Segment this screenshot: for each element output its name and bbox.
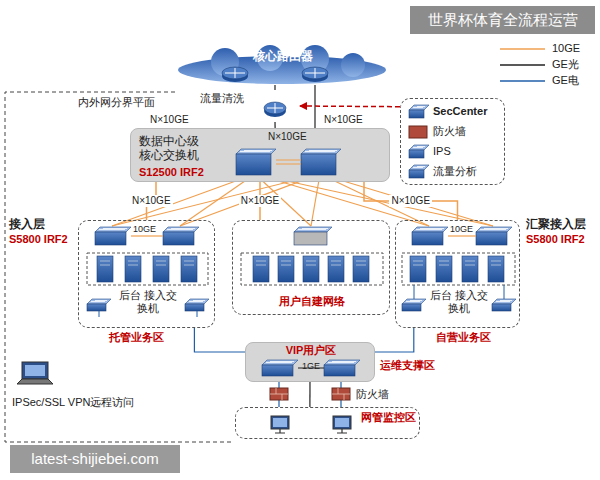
device-label: 防火墙 bbox=[356, 388, 389, 401]
node-text: SecCenter bbox=[433, 105, 487, 118]
link-label: 10GE bbox=[450, 224, 473, 235]
node-text: S5800 IRF2 bbox=[9, 233, 68, 246]
link-label: 1GE bbox=[302, 361, 320, 372]
monitoring-zone: 网管监控区 bbox=[235, 407, 420, 439]
connector-line bbox=[300, 105, 400, 107]
boundary-outline bbox=[5, 92, 232, 442]
link-label: N×10GE bbox=[268, 131, 307, 143]
node-text: 汇聚接入层 bbox=[526, 217, 586, 231]
laptop-icon bbox=[17, 362, 53, 384]
connector-line bbox=[375, 328, 414, 352]
self-operated-zone: 汇聚接入层S5800 IRF2后台 接入交换机自营业务区 bbox=[395, 220, 520, 328]
node-text: 接入层 bbox=[9, 217, 45, 231]
link-label: N×10GE bbox=[239, 195, 282, 207]
legend-samples bbox=[500, 49, 545, 81]
node-text: S12500 IRF2 bbox=[139, 166, 204, 179]
zone-label: 内外网分界平面 bbox=[78, 96, 155, 109]
link-label: N×10GE bbox=[324, 114, 363, 126]
legend-text: GE光 bbox=[552, 58, 579, 71]
link-label: 10GE bbox=[133, 224, 156, 235]
node-text: 流量分析 bbox=[433, 165, 477, 178]
connector-line bbox=[364, 182, 458, 220]
node-text: VIP用户区 bbox=[246, 344, 376, 357]
legend-sample bbox=[500, 48, 545, 50]
user-network-zone: 用户自建网络 bbox=[232, 220, 390, 315]
node-text: IPS bbox=[433, 145, 451, 158]
node-text: 用户自建网络 bbox=[233, 295, 391, 308]
node-text: 数据中心级 核心交换机 bbox=[139, 134, 213, 163]
access-label: IPSec/SSL VPN远程访问 bbox=[12, 396, 134, 409]
connector-line bbox=[194, 328, 245, 352]
security-box: SecCenter 防火墙 IPS 流量分析 bbox=[400, 98, 505, 185]
watermark: latest-shijiebei.com bbox=[10, 445, 180, 473]
node-text: 后台 接入交换机 bbox=[117, 289, 179, 315]
link-label: N×10GE bbox=[150, 114, 189, 126]
link-label: N×10GE bbox=[130, 195, 173, 207]
core-switch-box: 数据中心级 核心交换机 S12500 IRF2 bbox=[130, 128, 390, 182]
banner-title: 世界杯体育全流程运营 bbox=[410, 6, 595, 34]
node-text: 后台 接入交换机 bbox=[428, 289, 490, 315]
hosting-zone: 接入层S5800 IRF2后台 接入交换机托管业务区 bbox=[78, 220, 215, 328]
legend-sample bbox=[500, 80, 545, 82]
link-label: N×10GE bbox=[389, 195, 432, 207]
node-text: 核心路由器 bbox=[175, 49, 390, 63]
node-text: S5800 IRF2 bbox=[526, 233, 585, 246]
legend-sample bbox=[500, 64, 545, 66]
legend-text: 10GE bbox=[552, 42, 580, 55]
node-text: 托管业务区 bbox=[109, 331, 164, 344]
connector-line bbox=[309, 382, 310, 407]
scrubbing-node: 流量清洗 bbox=[200, 90, 300, 122]
cloud-node: 核心路由器 bbox=[175, 45, 390, 85]
node-text: 防火墙 bbox=[433, 125, 466, 138]
node-text: 流量清洗 bbox=[200, 92, 244, 105]
node-text: 自营业务区 bbox=[436, 331, 491, 344]
node-text: 网管监控区 bbox=[361, 411, 416, 424]
node-text: 运维支撑区 bbox=[380, 359, 435, 372]
connector-line bbox=[274, 85, 275, 90]
legend-text: GE电 bbox=[552, 74, 579, 87]
